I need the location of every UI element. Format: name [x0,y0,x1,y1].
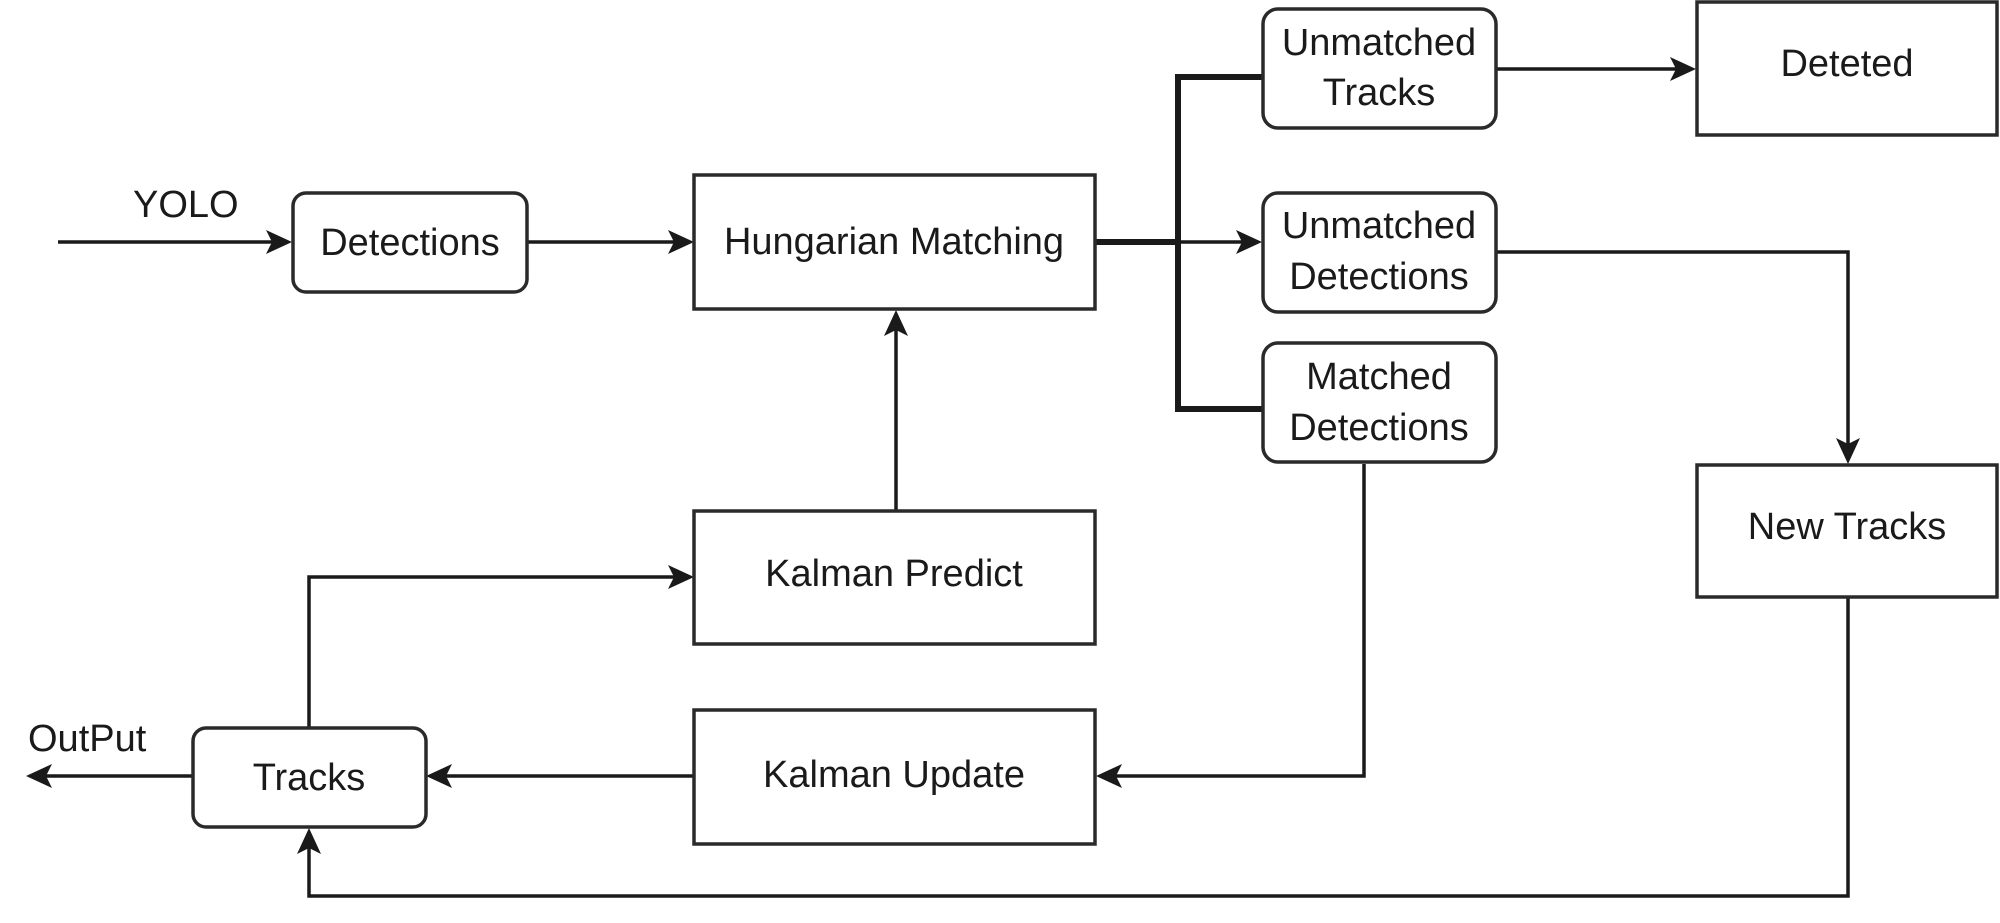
matched-detections-label-line2: Detections [1289,407,1469,449]
tracks-to-kalman-predict-arrow [307,575,674,728]
matched-detections-box [1261,341,1498,464]
unmatched-detections-label-line1: Unmatched [1282,205,1476,247]
tracks-box [191,726,428,829]
tracks-label: Tracks [253,757,366,799]
new-tracks-box [1695,463,1999,599]
arrowhead [1096,764,1122,788]
hungarian-matching-label: Hungarian Matching [724,221,1064,263]
node-matched-detections: Matched Detections [1261,341,1498,464]
hungarian-matching-box [692,173,1097,311]
unmatched-detections-box [1261,191,1498,314]
kalman-predict-label: Kalman Predict [765,553,1023,595]
connectors [26,57,1860,898]
arrowhead [884,310,908,336]
node-deteted: Deteted [1695,0,1999,137]
detections-label: Detections [320,222,500,264]
node-kalman-update: Kalman Update [692,708,1097,846]
node-unmatched-detections: Unmatched Detections [1261,191,1498,314]
arrowhead [1670,57,1696,81]
node-unmatched-tracks: Unmatched Tracks [1261,7,1498,130]
unmatched-tracks-label-line2: Tracks [1323,72,1436,114]
arrowhead [1836,438,1860,464]
matched-detections-label-line1: Matched [1306,356,1452,398]
arrowhead [266,230,292,254]
unmatched-detections-to-new-tracks-arrow [1497,250,1850,446]
kalman-update-label: Kalman Update [763,754,1025,796]
new-tracks-to-tracks-arrow [307,598,1850,898]
kalman-update-box [692,708,1097,846]
output-label: OutPut [28,718,147,760]
arrowhead [297,828,321,854]
unmatched-tracks-label-line1: Unmatched [1282,22,1476,64]
new-tracks-label: New Tracks [1748,506,1946,548]
node-kalman-predict: Kalman Predict [692,509,1097,646]
deteted-box [1695,0,1999,137]
arrowhead [426,764,452,788]
arrowhead [1236,230,1262,254]
node-new-tracks: New Tracks [1695,463,1999,599]
kalman-predict-box [692,509,1097,646]
yolo-label: YOLO [133,184,239,226]
node-hungarian-matching: Hungarian Matching [692,173,1097,311]
arrowhead [668,565,694,589]
arrowhead [26,764,52,788]
node-detections: Detections [291,191,529,294]
matched-detections-to-kalman-update-arrow [1114,464,1366,778]
unmatched-detections-label-line2: Detections [1289,256,1469,298]
detections-box [291,191,529,294]
unmatched-tracks-box [1261,7,1498,130]
node-tracks: Tracks [191,726,428,829]
deteted-label: Deteted [1780,43,1913,85]
arrowhead [668,230,694,254]
